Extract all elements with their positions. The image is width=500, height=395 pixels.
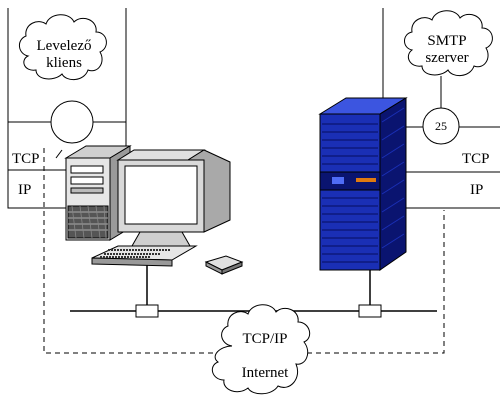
desktop-computer: [64, 145, 244, 275]
pc-mouse: [204, 255, 244, 275]
client-transceiver: [135, 304, 159, 318]
internet-cloud: [211, 304, 311, 395]
client-tcp-tick: [55, 149, 63, 159]
client-app-cloud: [19, 14, 107, 80]
client-socket: [50, 100, 94, 144]
client-app-label-line1: Levelező: [37, 38, 92, 54]
server-transceiver: [358, 304, 382, 318]
server-led-orange: [356, 178, 376, 182]
server-app-label-line1: SMTP: [427, 33, 466, 49]
client-ip-label: IP: [18, 182, 31, 198]
pc-keyboard: [91, 245, 198, 267]
server-led-blue: [332, 177, 344, 184]
client-stack: Levelező kliens TCP IP: [7, 8, 127, 209]
server-ip-label: IP: [470, 182, 483, 198]
internet-cloud-group: TCP/IP Internet: [211, 304, 311, 395]
internet-name-label: Internet: [242, 365, 289, 381]
pc-monitor: [116, 149, 231, 247]
server-app-label-line2: szerver: [425, 50, 468, 66]
client-app-label-line2: kliens: [46, 55, 82, 71]
internet-protocol-label: TCP/IP: [242, 331, 287, 347]
client-tcp-label: TCP: [12, 151, 40, 167]
server-port-label: 25: [435, 119, 447, 133]
server-port-circle: [422, 107, 460, 145]
server-app-cloud: [404, 10, 493, 76]
server-tcp-label: TCP: [462, 151, 490, 167]
server-tower: [318, 97, 408, 271]
server-vent-lines: [322, 123, 378, 263]
